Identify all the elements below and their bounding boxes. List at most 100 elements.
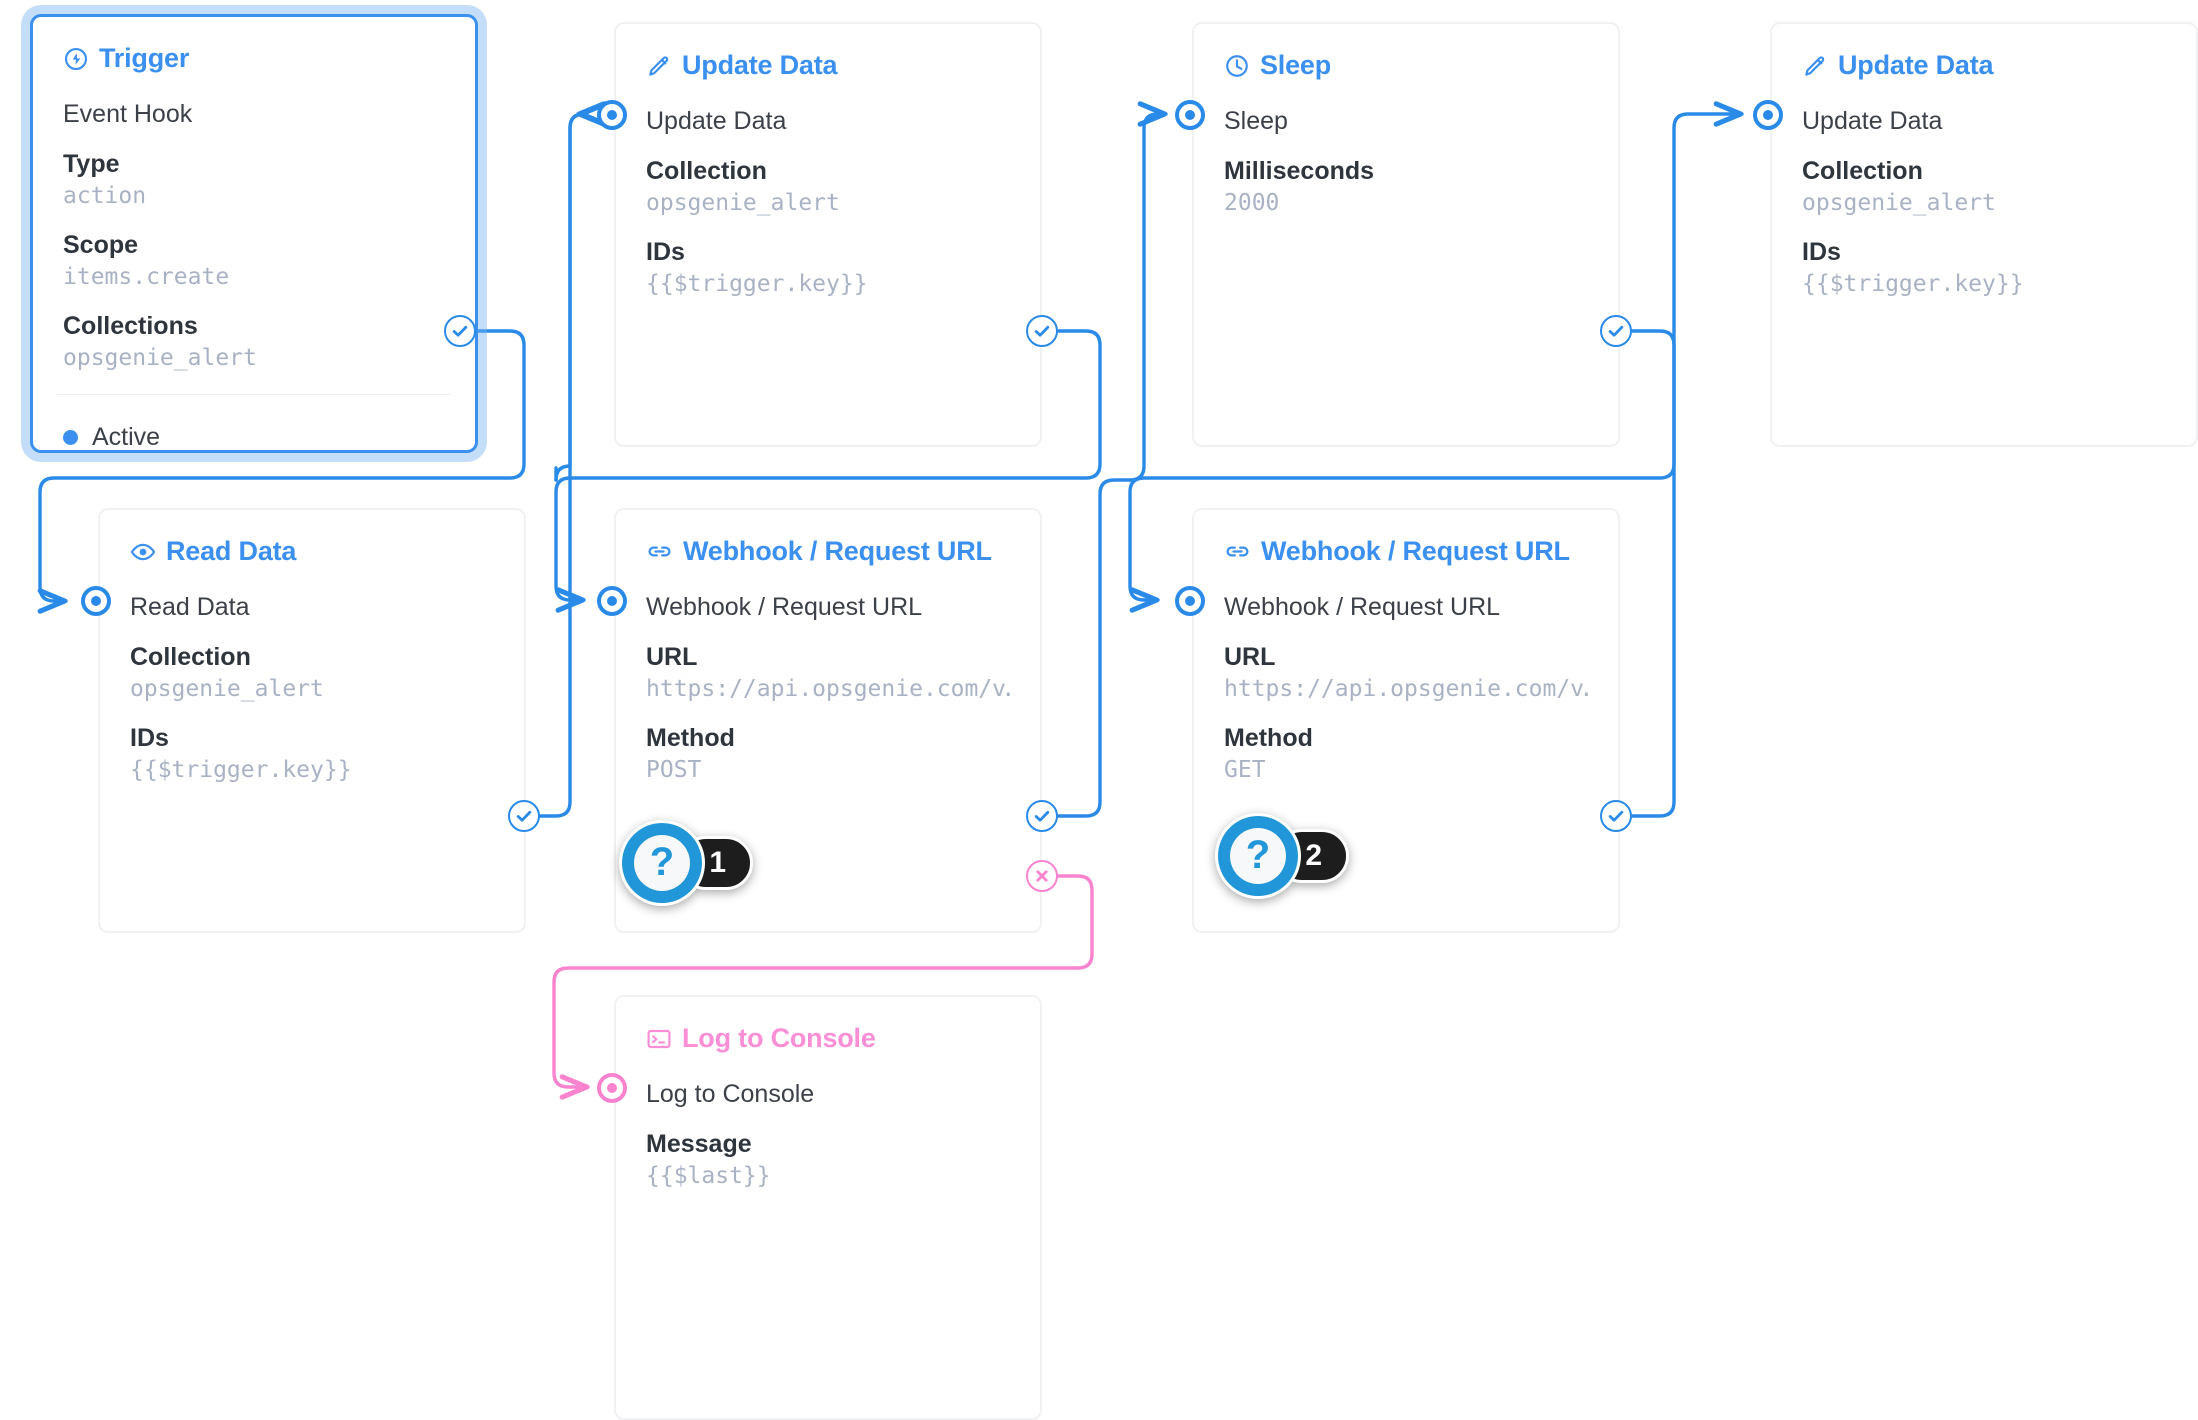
clock-icon: [1224, 53, 1250, 79]
node-label: Event Hook: [63, 100, 193, 128]
resolve-port-read-data[interactable]: [508, 800, 540, 832]
field-value: https://api.opsgenie.com/v…: [1224, 676, 1588, 702]
eye-icon: [130, 539, 156, 565]
node-label: Update Data: [646, 107, 787, 135]
field-value: {{$last}}: [646, 1163, 771, 1189]
reject-port-webhook-1[interactable]: [1026, 860, 1058, 892]
node-title-read-data: Read Data: [130, 536, 494, 567]
node-title-text: Webhook / Request URL: [683, 536, 992, 566]
field-value: {{$trigger.key}}: [130, 757, 352, 784]
field-value: POST: [646, 757, 702, 784]
resolve-port-webhook-1[interactable]: [1026, 800, 1058, 832]
field-ids: IDs {{$trigger.key}}: [646, 236, 1010, 301]
field-value: action: [63, 183, 147, 209]
node-label: Sleep: [1224, 107, 1288, 135]
field-key: IDs: [130, 723, 169, 752]
question-mark-icon[interactable]: ?: [619, 820, 705, 906]
link-icon: [1224, 538, 1251, 565]
divider: [57, 394, 451, 395]
node-card-read-data[interactable]: Read Data Read Data Collection opsgenie_…: [98, 508, 526, 933]
input-port-log-to-console[interactable]: [597, 1073, 627, 1103]
field-value: opsgenie_alert: [646, 190, 840, 216]
node-card-update-data-1[interactable]: Update Data Update Data Collection opsge…: [614, 22, 1042, 447]
node-card-update-data-2[interactable]: Update Data Update Data Collection opsge…: [1770, 22, 2198, 447]
terminal-icon: [646, 1026, 672, 1052]
node-card-trigger[interactable]: Trigger Event Hook Type action Scope ite…: [30, 14, 478, 453]
field-key: Method: [1224, 723, 1313, 752]
field-key: IDs: [1802, 237, 1841, 266]
pencil-icon: [646, 53, 672, 79]
resolve-port-sleep[interactable]: [1600, 315, 1632, 347]
node-title-text: Trigger: [99, 43, 190, 73]
field-method: Method POST: [646, 722, 1010, 787]
field-key: Collection: [646, 156, 767, 185]
field-key: Collection: [1802, 156, 1923, 185]
node-title-update-data: Update Data: [646, 50, 1010, 81]
field-key: Scope: [63, 230, 139, 259]
field-value: 2000: [1224, 190, 1280, 216]
node-title-webhook: Webhook / Request URL: [1224, 536, 1588, 567]
field-ids: IDs {{$trigger.key}}: [1802, 236, 2166, 301]
node-title-text: Update Data: [1838, 50, 1994, 80]
input-port-update-data-2[interactable]: [1753, 100, 1783, 130]
field-key: Type: [63, 149, 120, 178]
field-type: Type action: [63, 148, 445, 213]
field-method: Method GET: [1224, 722, 1588, 787]
field-key: IDs: [646, 237, 685, 266]
field-key: Method: [646, 723, 735, 752]
badge-symbol: ?: [1230, 828, 1286, 884]
question-mark-icon[interactable]: ?: [1215, 813, 1301, 899]
status-dot-icon: [63, 430, 78, 445]
node-label: Webhook / Request URL: [646, 593, 923, 621]
bolt-circle-icon: [63, 46, 89, 72]
field-ids: IDs {{$trigger.key}}: [130, 722, 494, 787]
input-port-sleep[interactable]: [1175, 100, 1205, 130]
node-title-text: Sleep: [1260, 50, 1332, 80]
field-key: Collection: [130, 642, 251, 671]
field-scope: Scope items.create: [63, 229, 445, 294]
input-port-read-data[interactable]: [81, 586, 111, 616]
field-value: https://api.opsgenie.com/v…: [646, 676, 1010, 702]
resolve-port-webhook-2[interactable]: [1600, 800, 1632, 832]
help-badge-2[interactable]: ? 2: [1215, 813, 1349, 899]
field-key: Collections: [63, 311, 198, 340]
field-value: GET: [1224, 757, 1266, 784]
field-milliseconds: Milliseconds 2000: [1224, 155, 1588, 220]
node-title-log-to-console: Log to Console: [646, 1023, 1010, 1054]
field-collections: Collections opsgenie_alert: [63, 310, 445, 375]
node-title-text: Update Data: [682, 50, 838, 80]
input-port-webhook-2[interactable]: [1175, 586, 1205, 616]
badge-symbol: ?: [634, 835, 690, 891]
node-title-text: Read Data: [166, 536, 297, 566]
node-card-log-to-console[interactable]: Log to Console Log to Console Message {{…: [614, 995, 1042, 1420]
field-value: opsgenie_alert: [130, 676, 324, 702]
node-title-text: Log to Console: [682, 1023, 876, 1053]
field-collection: Collection opsgenie_alert: [1802, 155, 2166, 220]
input-port-update-data-1[interactable]: [597, 100, 627, 130]
node-label: Webhook / Request URL: [1224, 593, 1501, 621]
field-value: {{$trigger.key}}: [646, 271, 868, 298]
help-badge-1[interactable]: ? 1: [619, 820, 753, 906]
field-collection: Collection opsgenie_alert: [130, 641, 494, 706]
status-badge: Active: [63, 423, 160, 452]
node-title-sleep: Sleep: [1224, 50, 1588, 81]
field-collection: Collection opsgenie_alert: [646, 155, 1010, 220]
input-port-webhook-1[interactable]: [597, 586, 627, 616]
node-title-webhook: Webhook / Request URL: [646, 536, 1010, 567]
field-key: URL: [646, 642, 698, 671]
node-label: Update Data: [1802, 107, 1943, 135]
field-key: Milliseconds: [1224, 156, 1375, 185]
node-card-sleep[interactable]: Sleep Sleep Milliseconds 2000: [1192, 22, 1620, 447]
field-value: opsgenie_alert: [63, 345, 257, 372]
resolve-port-trigger[interactable]: [444, 315, 476, 347]
field-url: URL https://api.opsgenie.com/v…: [1224, 641, 1588, 706]
field-key: Message: [646, 1129, 752, 1158]
resolve-port-update-data-1[interactable]: [1026, 315, 1058, 347]
node-title-update-data: Update Data: [1802, 50, 2166, 81]
node-title-text: Webhook / Request URL: [1261, 536, 1570, 566]
field-message: Message {{$last}}: [646, 1128, 1010, 1193]
node-label: Log to Console: [646, 1080, 815, 1108]
field-value: items.create: [63, 264, 230, 291]
field-key: URL: [1224, 642, 1276, 671]
